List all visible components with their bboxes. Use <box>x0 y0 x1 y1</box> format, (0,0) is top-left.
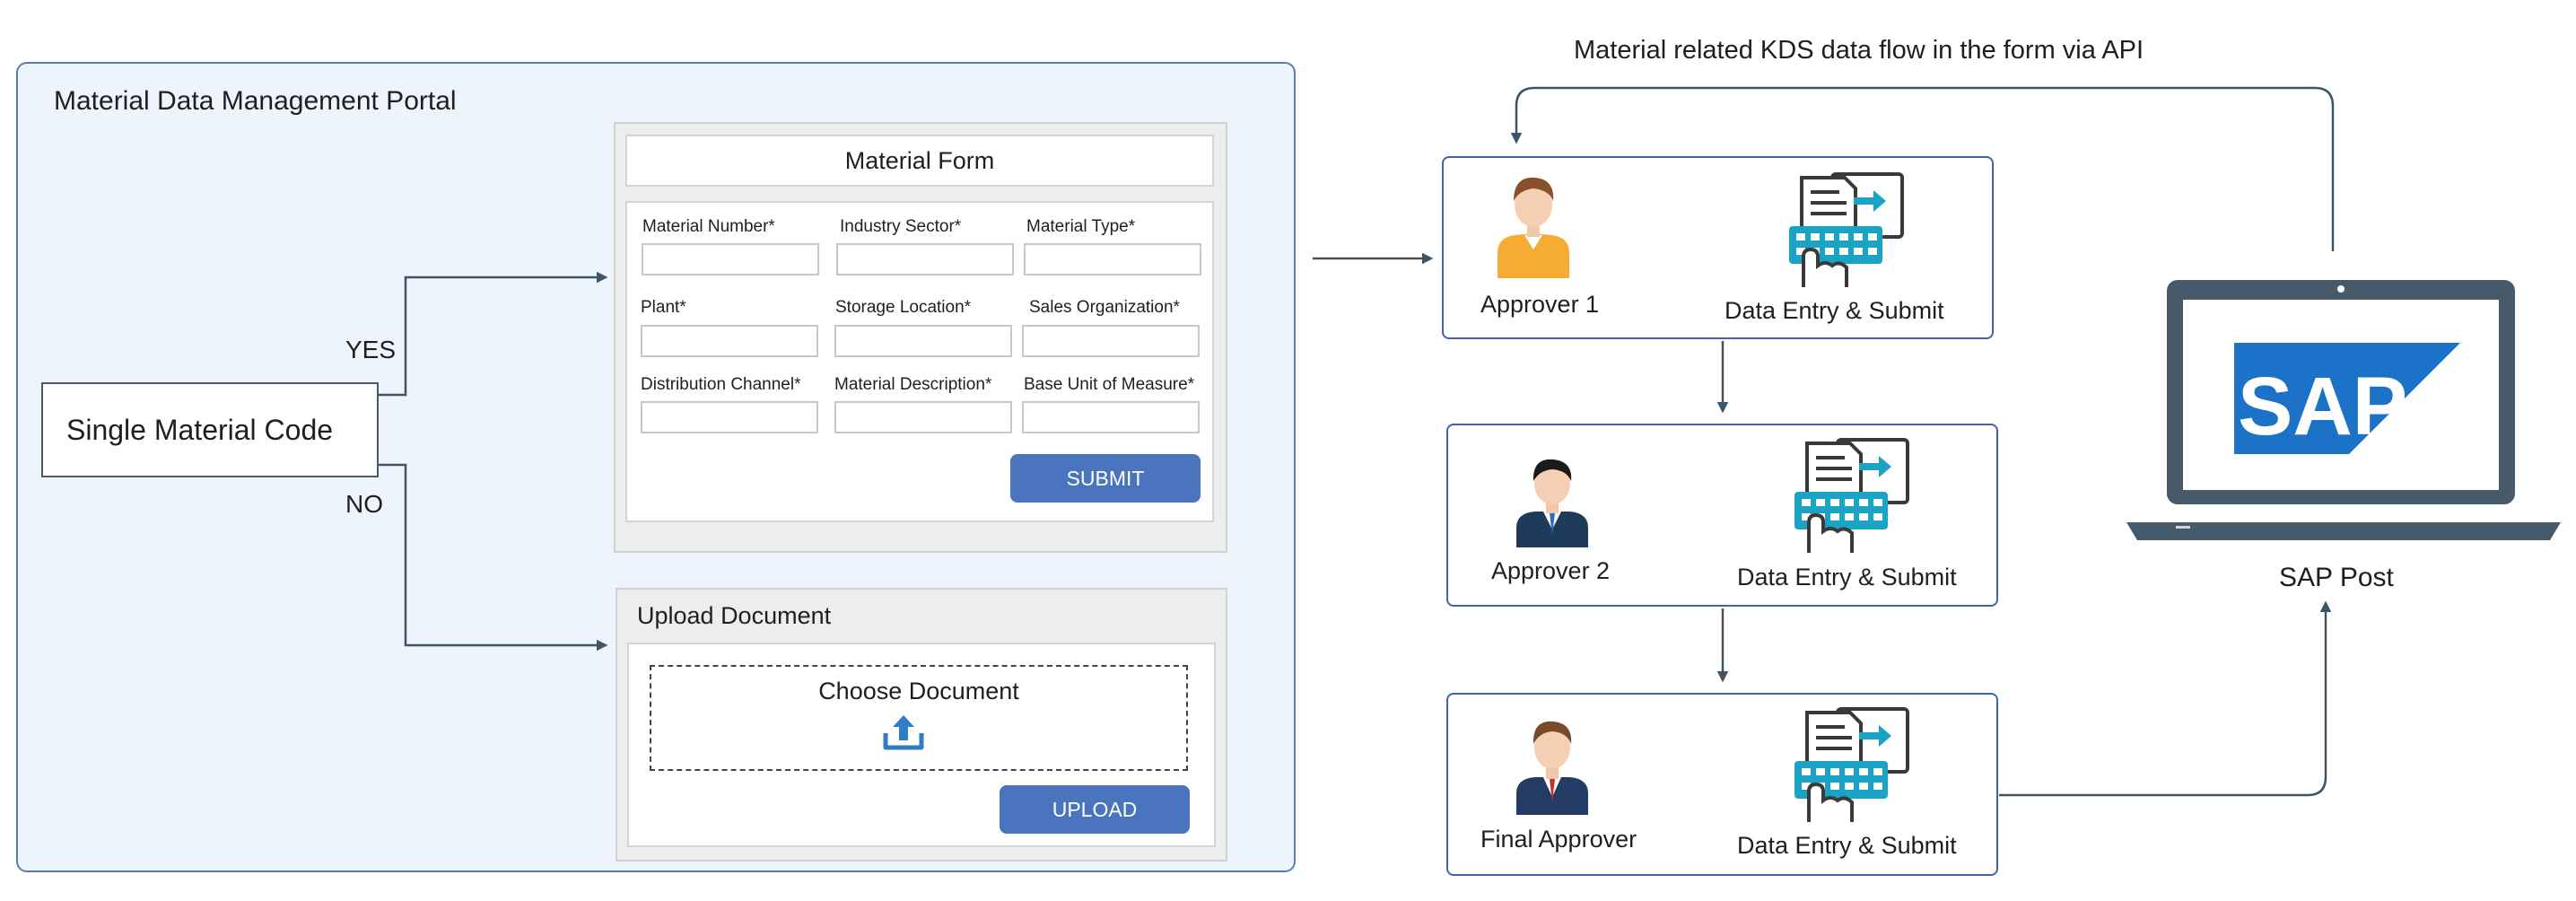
choose-document-label: Choose Document <box>818 678 1019 704</box>
material-form-title: Material Form <box>844 147 995 174</box>
sap-post-label: SAP Post <box>2279 563 2394 592</box>
upload-icon <box>883 715 924 750</box>
data-entry-icon-1 <box>1789 172 1904 287</box>
submit-button[interactable]: SUBMIT <box>1010 454 1201 503</box>
sap-laptop-icon: SAP <box>2126 280 2561 540</box>
kds-data-flow-caption: Material related KDS data flow in the fo… <box>1574 36 2144 65</box>
final-to-sap-arrow <box>1999 600 2332 797</box>
storage-location-input[interactable] <box>834 325 1012 357</box>
yes-arrow <box>379 271 608 397</box>
field-label-material-number: Material Number* <box>642 217 775 236</box>
yes-label: YES <box>345 336 397 363</box>
approver-1-label: Approver 1 <box>1480 291 1600 318</box>
field-label-industry-sector: Industry Sector* <box>840 217 962 236</box>
distribution-channel-input[interactable] <box>641 401 818 433</box>
data-entry-label-1: Data Entry & Submit <box>1725 297 1944 324</box>
data-entry-icon-3 <box>1794 707 1909 822</box>
field-label-distribution-channel: Distribution Channel* <box>641 375 801 394</box>
approver-1-person-icon <box>1498 177 1569 278</box>
data-entry-icon-2 <box>1794 438 1909 553</box>
no-arrow <box>379 463 608 652</box>
field-label-material-description: Material Description* <box>834 375 992 394</box>
material-description-input[interactable] <box>834 401 1012 433</box>
final-approver-person-icon <box>1516 721 1588 815</box>
field-label-sales-organization: Sales Organization* <box>1029 298 1180 317</box>
upload-button[interactable]: UPLOAD <box>1000 785 1190 834</box>
material-form-header <box>625 135 1214 187</box>
portal-title: Material Data Management Portal <box>54 86 457 116</box>
field-label-storage-location: Storage Location* <box>835 298 972 317</box>
final-approver-label: Final Approver <box>1480 826 1637 853</box>
field-label-material-type: Material Type* <box>1026 217 1136 236</box>
no-label: NO <box>345 490 383 518</box>
approver-2-label: Approver 2 <box>1491 557 1611 584</box>
approver-2-person-icon <box>1516 459 1588 547</box>
sales-organization-input[interactable] <box>1022 325 1200 357</box>
material-number-input[interactable] <box>642 243 819 276</box>
upload-document-title: Upload Document <box>637 602 832 629</box>
data-entry-label-2: Data Entry & Submit <box>1737 564 1957 590</box>
choose-document-dropzone[interactable] <box>650 665 1188 771</box>
data-entry-label-3: Data Entry & Submit <box>1737 832 1957 859</box>
sap-logo-text: SAP <box>2238 361 2407 452</box>
material-type-input[interactable] <box>1024 243 1201 276</box>
field-label-plant: Plant* <box>641 298 686 317</box>
single-material-code-label: Single Material Code <box>66 414 334 446</box>
base-unit-of-measure-input[interactable] <box>1022 401 1200 433</box>
sap-to-form-api-arrow <box>1510 86 2335 251</box>
single-material-code-box <box>41 382 379 477</box>
plant-input[interactable] <box>641 325 818 357</box>
field-label-base-unit-of-measure: Base Unit of Measure* <box>1024 375 1195 394</box>
industry-sector-input[interactable] <box>836 243 1014 276</box>
